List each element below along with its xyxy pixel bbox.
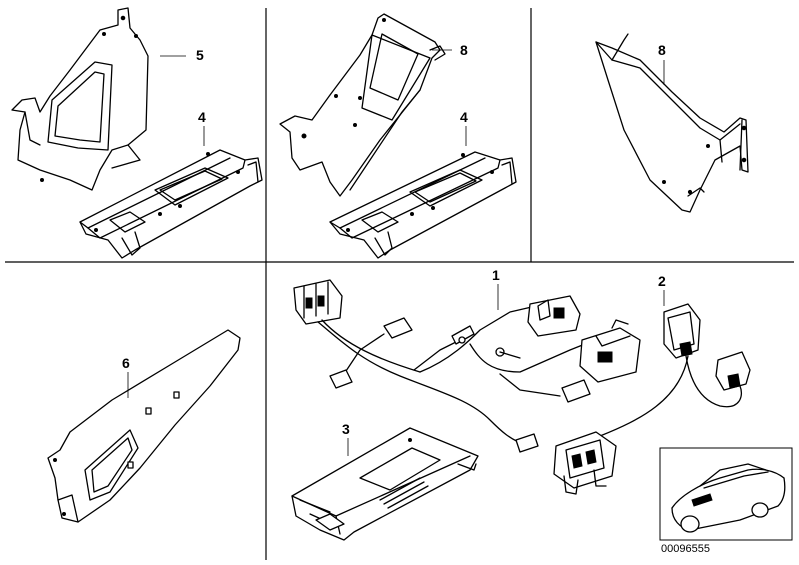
holder-with-cable-drawing	[553, 303, 751, 495]
part-label-4b: 4	[460, 109, 468, 125]
document-number: 00096555	[661, 543, 710, 555]
part-label-6: 6	[122, 355, 130, 371]
bracket-7-drawing	[279, 13, 446, 197]
part-label-3: 3	[342, 421, 350, 437]
bracket-5-drawing	[11, 7, 149, 191]
part-label-8: 8	[658, 42, 666, 58]
part-label-7: 8	[460, 42, 468, 58]
mounting-plate-b-drawing	[329, 151, 517, 259]
part-label-5: 5	[196, 47, 204, 63]
mounting-plate-a-drawing	[79, 149, 263, 259]
bracket-6-drawing	[47, 329, 241, 523]
part-label-4a: 4	[198, 109, 206, 125]
part-label-2: 2	[658, 273, 666, 289]
part-label-1: 1	[492, 267, 500, 283]
panel-separators	[5, 8, 794, 560]
vehicle-inset	[659, 447, 793, 541]
bracket-8-drawing	[595, 33, 749, 213]
wiring-harness-drawing	[293, 279, 641, 453]
control-unit-drawing	[291, 427, 479, 541]
